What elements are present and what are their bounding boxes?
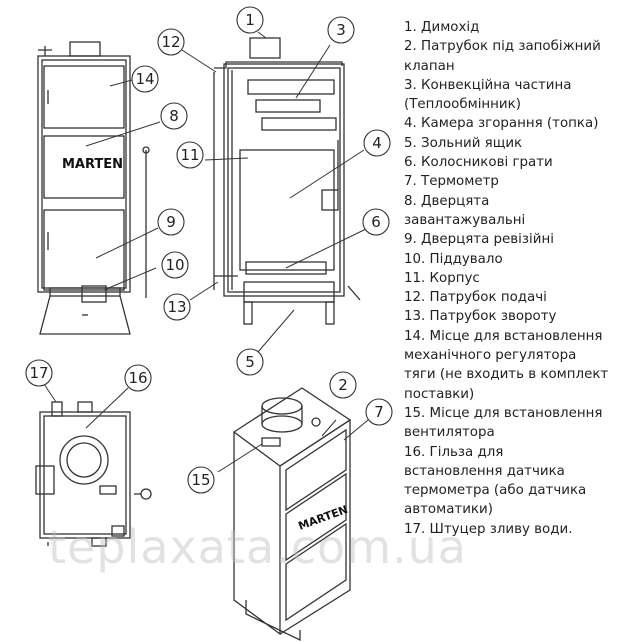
callout-11: 11 [180,146,199,164]
callout-numbers: 1 2 3 4 5 6 7 8 9 10 11 12 13 14 15 16 1… [29,11,383,489]
legend-line: (Теплообмінник) [404,97,521,113]
legend-list: 1. Димохід 2. Патрубок під запобіжний кл… [404,18,636,539]
legend-line: 6. Колосникові грати [404,155,553,171]
legend-line: 3. Конвекційна частина [404,77,572,93]
legend-line: механічного регулятора [404,348,577,364]
legend-line: 5. Зольний ящик [404,135,523,151]
front-brand: MARTEN [62,157,123,172]
legend-line: 10. Піддувало [404,251,503,267]
legend-line: 9. Дверцята ревізійні [404,232,554,248]
legend-line: 11. Корпус [404,270,480,286]
legend-line: автоматики) [404,502,493,518]
legend-line: 7. Термометр [404,174,499,190]
legend-line: термометра (або датчика [404,483,587,499]
legend-line: тяги (не входить в комплект [404,367,609,383]
legend-line: 12. Патрубок подачі [404,290,547,306]
legend-line: поставки) [404,386,475,402]
callout-17: 17 [29,364,48,382]
callout-5: 5 [245,353,255,371]
callout-13: 13 [167,298,186,316]
callout-16: 16 [128,369,147,387]
callout-2: 2 [338,376,348,394]
legend-line: 4. Камера згорання (топка) [404,116,599,132]
callout-9: 9 [166,213,176,231]
callout-14: 14 [135,70,154,88]
legend-line: 13. Патрубок звороту [404,309,557,325]
iso-view [232,387,352,642]
legend-line: клапан [404,58,455,74]
legend-line: 15. Місце для встановлення [404,405,603,421]
side-view [35,401,152,547]
section-view [213,37,361,325]
legend-line: 2. Патрубок під запобіжний [404,39,601,55]
leader-lines [43,31,369,473]
legend-line: 17. Штуцер зливу води. [404,521,573,537]
legend-line: вентилятора [404,425,495,441]
callout-8: 8 [169,107,179,125]
legend-line: встановлення датчика [404,463,565,479]
front-view [37,41,150,335]
callout-7: 7 [374,403,384,421]
iso-brand: MARTEN [297,503,350,533]
callout-12: 12 [161,33,180,51]
callout-1: 1 [245,11,255,29]
callout-6: 6 [371,213,381,231]
callout-15: 15 [191,471,210,489]
callout-4: 4 [372,134,382,152]
callout-circles [25,6,393,494]
legend-line: 14. Місце для встановлення [404,328,603,344]
legend-line: завантажувальні [404,212,526,228]
callout-3: 3 [336,21,346,39]
legend-line: 8. Дверцята [404,193,490,209]
legend-line: 16. Гільза для [404,444,504,460]
legend-line: 1. Димохід [404,20,480,35]
callout-10: 10 [165,256,184,274]
